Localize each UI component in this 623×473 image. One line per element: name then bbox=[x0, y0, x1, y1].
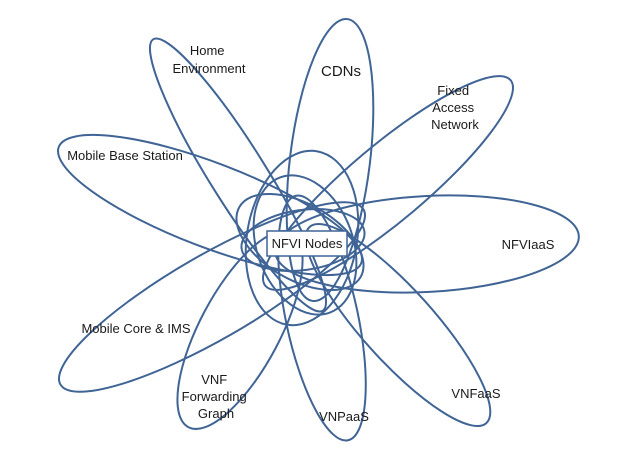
label-vnpaas: VNPaaS bbox=[319, 409, 369, 424]
center-label: NFVI Nodes bbox=[272, 236, 343, 251]
petal-mobile-core-ims bbox=[57, 201, 367, 393]
label-fixed-access-network: Fixed Access Network bbox=[431, 83, 479, 132]
label-vnf-forwarding-graph: VNF Forwarding Graph bbox=[182, 372, 251, 421]
inner-loop bbox=[235, 192, 365, 292]
label-vnfaas: VNFaaS bbox=[451, 386, 500, 401]
center-box bbox=[266, 230, 348, 257]
petal-home-environment bbox=[148, 37, 328, 313]
label-nfviaas: NFVIaaS bbox=[502, 237, 555, 252]
petal-cdns bbox=[285, 17, 375, 303]
label-mobile-base-station: Mobile Base Station bbox=[67, 148, 183, 163]
inner-loops bbox=[235, 149, 366, 327]
label-cdns: CDNs bbox=[321, 63, 361, 80]
petal-vnfaas bbox=[304, 222, 492, 428]
petal-mobile-base-station bbox=[57, 133, 363, 277]
inner-loop bbox=[240, 208, 366, 272]
label-mobile-core-ims: Mobile Core & IMS bbox=[81, 321, 190, 336]
label-home-environment: Home Environment bbox=[173, 43, 246, 76]
inner-loop bbox=[252, 174, 358, 316]
petal-fixed-access-network bbox=[262, 75, 514, 291]
